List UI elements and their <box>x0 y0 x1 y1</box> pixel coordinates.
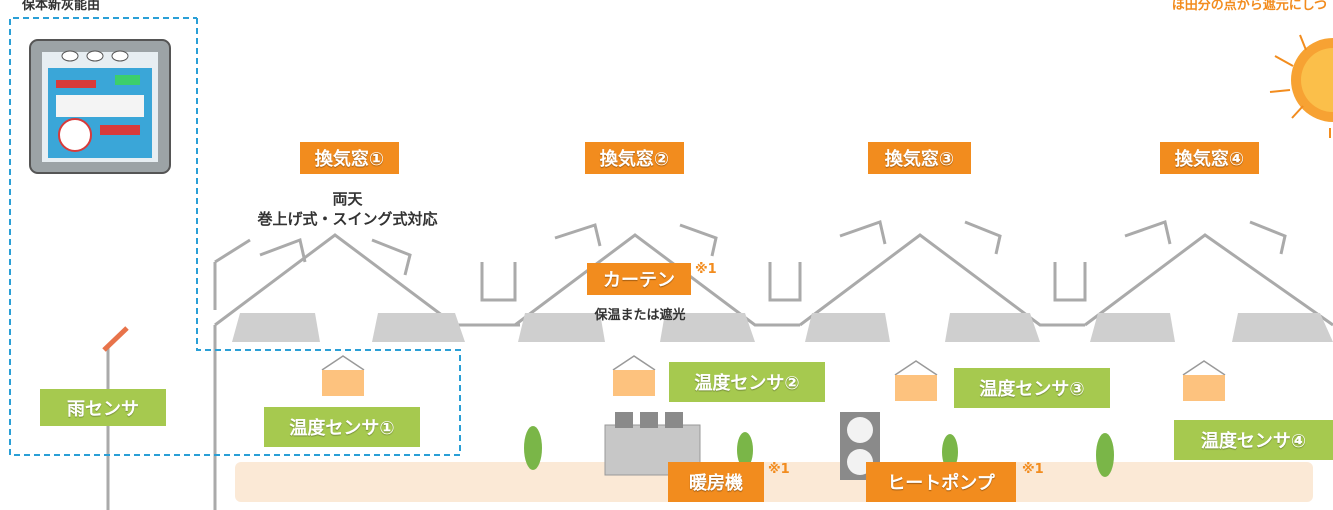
rain-sensor-label: 雨センサ <box>40 389 166 426</box>
curtain-sub: 保温または遮光 <box>594 308 686 323</box>
temp-sensor-1: 温度センサ① <box>264 407 420 447</box>
curtain-note: ※1 <box>695 262 717 277</box>
heat-pump-note: ※1 <box>1022 462 1044 477</box>
vent-window-1: 換気窓① <box>300 142 399 174</box>
heat-pump-label: ヒートポンプ <box>866 462 1016 502</box>
floor-strip <box>235 462 1313 502</box>
curtain-panels <box>232 313 1333 342</box>
temp-sensor-2: 温度センサ② <box>669 362 825 402</box>
heater-label: 暖房機 <box>668 462 764 502</box>
roof-frame <box>213 220 1333 510</box>
heater-note: ※1 <box>768 462 790 477</box>
corner-label-right: ほ田分の点から遮元にしつ <box>1171 0 1327 13</box>
sun-icon <box>1269 34 1333 138</box>
corner-label-left: 保本新灰能由 <box>22 0 101 13</box>
vent-window-4: 換気窓④ <box>1160 142 1259 174</box>
vent-note-line1: 両天 <box>332 190 363 208</box>
temp-sensor-4: 温度センサ④ <box>1174 420 1333 460</box>
controller-device <box>29 39 171 174</box>
curtain-label: カーテン <box>587 263 691 295</box>
vent-window-3: 換気窓③ <box>868 142 971 174</box>
plant-icons <box>524 426 1114 477</box>
temp-sensor-3: 温度センサ③ <box>954 368 1110 408</box>
system-boundary <box>9 17 461 456</box>
rain-sensor-pole <box>102 326 129 510</box>
vent-window-2: 換気窓② <box>585 142 684 174</box>
temp-sensor-boxes <box>321 355 1226 401</box>
vent-note-line2: 巻上げ式・スイング式対応 <box>257 210 438 228</box>
